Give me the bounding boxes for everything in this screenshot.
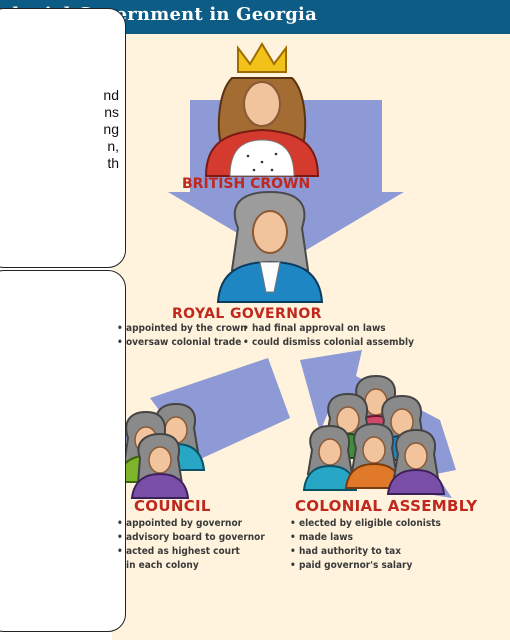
council-members-icon: [116, 402, 206, 499]
council-label: COUNCIL: [134, 497, 211, 515]
list-item: acted as highest court in each colony: [117, 545, 265, 573]
list-item: could dismiss colonial assembly: [243, 336, 414, 350]
list-item: appointed by the crown: [117, 322, 247, 336]
list-item: advisory board to governor: [117, 531, 265, 545]
council-list: appointed by governor advisory board to …: [117, 517, 265, 573]
british-crown-label: BRITISH CROWN: [182, 176, 311, 192]
governor-icon: [216, 190, 324, 303]
list-item: oversaw colonial trade: [117, 336, 247, 350]
callout-text-top: nd ns ng n, th: [103, 87, 119, 171]
assembly-list: elected by eligible colonists made laws …: [290, 517, 441, 573]
assembly-members-icon: [302, 374, 446, 495]
list-item: had final approval on laws: [243, 322, 414, 336]
royal-governor-label: ROYAL GOVERNOR: [172, 306, 322, 322]
list-item: had authority to tax: [290, 545, 441, 559]
colonial-assembly-label: COLONIAL ASSEMBLY: [295, 497, 478, 515]
callout-bubble-top: nd ns ng n, th: [0, 8, 126, 268]
king-icon: [204, 42, 320, 177]
list-item: appointed by governor: [117, 517, 265, 531]
royal-governor-list-right: had final approval on laws could dismiss…: [243, 322, 414, 350]
royal-governor-list-left: appointed by the crown oversaw colonial …: [117, 322, 247, 350]
list-item: elected by eligible colonists: [290, 517, 441, 531]
callout-bubble-bottom: [0, 270, 126, 632]
list-item: paid governor's salary: [290, 559, 441, 573]
list-item: made laws: [290, 531, 441, 545]
